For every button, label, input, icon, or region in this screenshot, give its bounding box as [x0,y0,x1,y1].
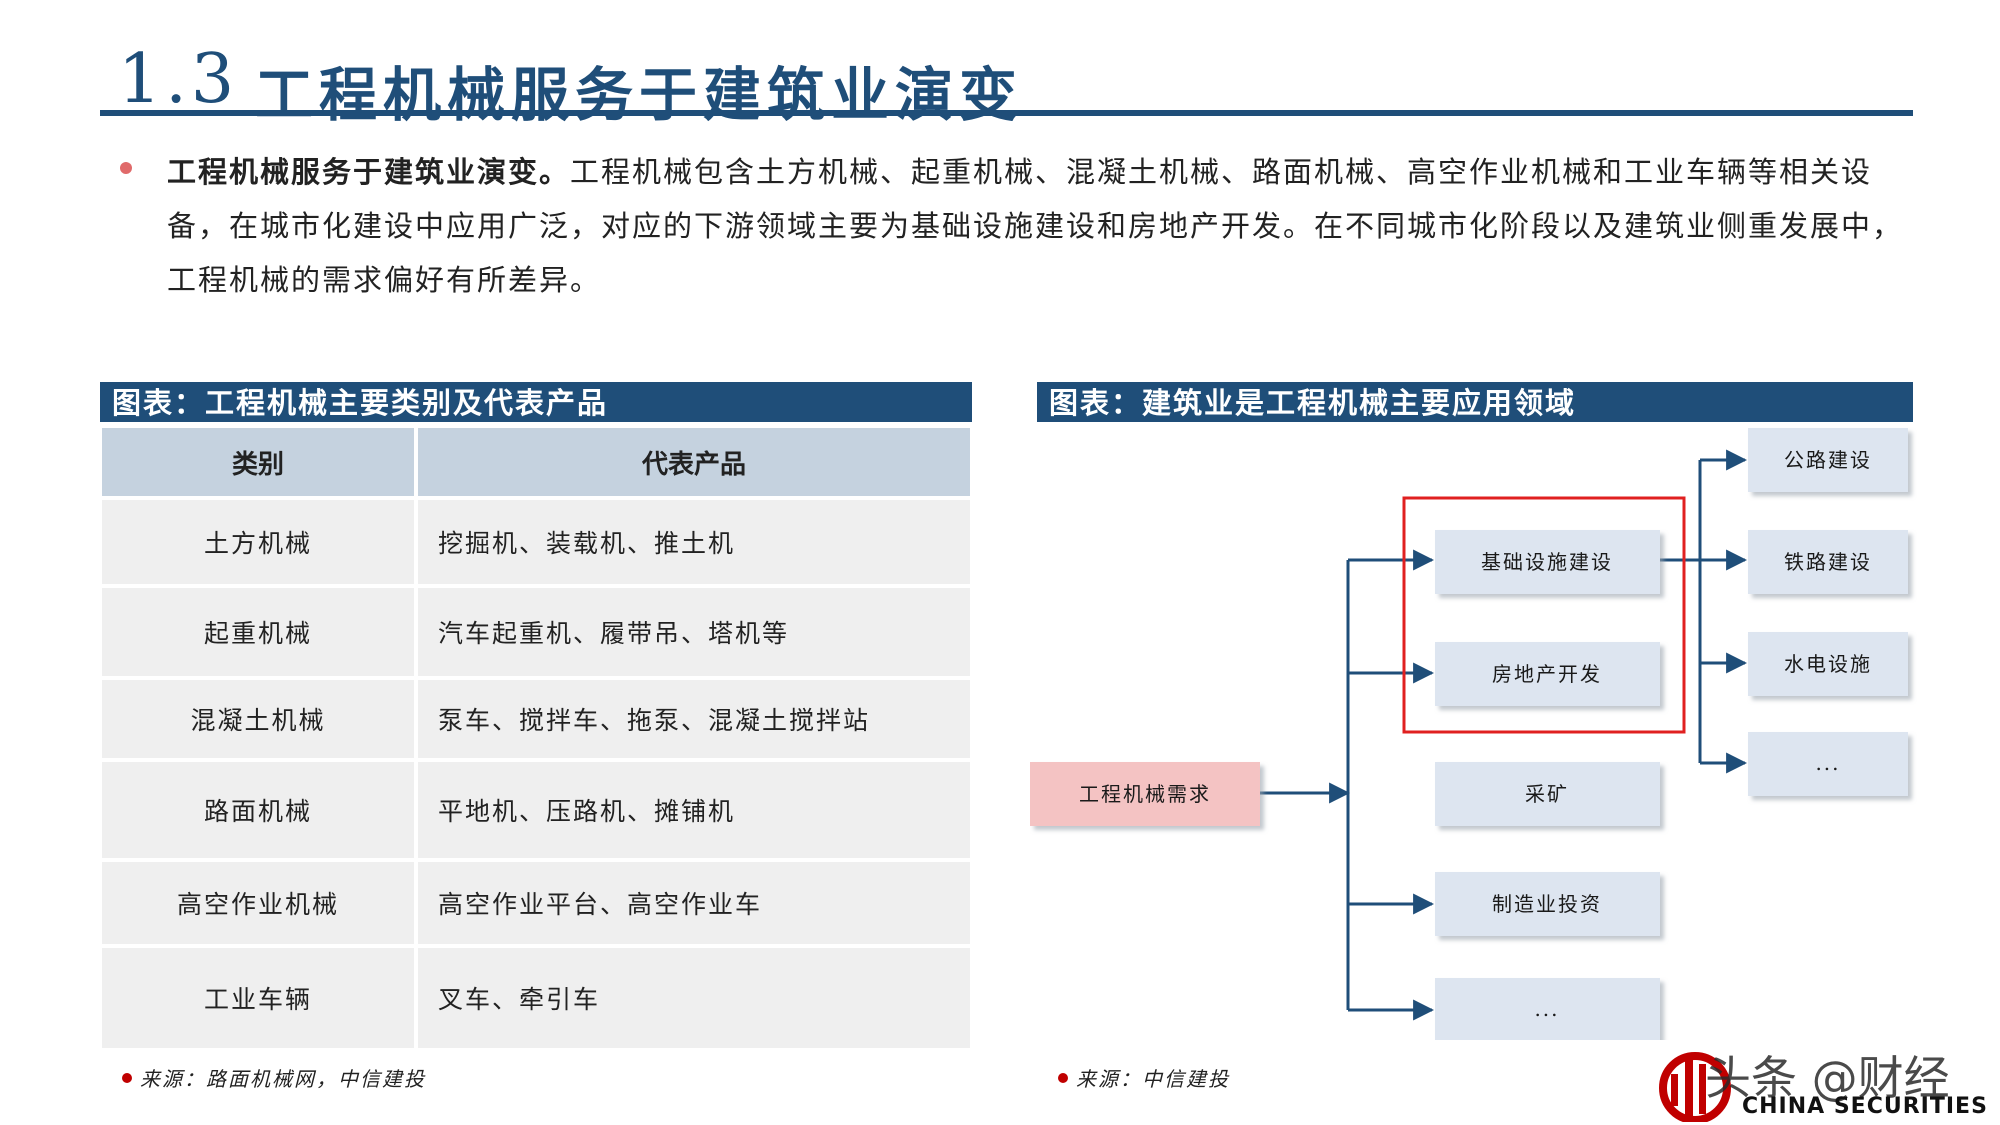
node-root-label: 工程机械需求 [1079,782,1211,806]
cell-category: 混凝土机械 [102,680,418,758]
cell-category: 高空作业机械 [102,862,418,944]
cell-category: 起重机械 [102,588,418,676]
category-table: 类别 代表产品 土方机械 挖掘机、装载机、推土机 起重机械 汽车起重机、履带吊、… [102,424,970,1052]
node-infrastructure: 基础设施建设 [1435,530,1660,594]
cell-products: 高空作业平台、高空作业车 [418,862,970,944]
source-dot [122,1073,132,1083]
cell-products: 平地机、压路机、摊铺机 [418,762,970,858]
page-title: 工程机械服务于建筑业演变 [255,61,1024,129]
cell-category: 工业车辆 [102,948,418,1048]
diagram-source: 来源：中信建投 [1076,1067,1230,1091]
node-label: 采矿 [1525,782,1569,806]
node-manufacturing: 制造业投资 [1435,872,1660,936]
cell-category: 路面机械 [102,762,418,858]
node-label: 制造业投资 [1492,892,1602,916]
table-row: 高空作业机械 高空作业平台、高空作业车 [102,862,970,944]
diagram-header: 图表：建筑业是工程机械主要应用领域 [1037,382,1913,422]
intro-body: 工程机械包含土方机械、起重机械、混凝土机械、路面机械、高空作业机械和工业车辆等相… [167,155,1904,297]
table-row: 工业车辆 叉车、牵引车 [102,948,970,1048]
node-label: 铁路建设 [1784,550,1872,574]
intro-paragraph: 工程机械服务于建筑业演变。工程机械包含土方机械、起重机械、混凝土机械、路面机械、… [167,145,1912,307]
node-railway: 铁路建设 [1748,530,1908,594]
cell-products: 叉车、牵引车 [418,948,970,1048]
table-row: 土方机械 挖掘机、装载机、推土机 [102,500,970,584]
table-source: 来源：路面机械网，中信建投 [140,1067,426,1091]
title-divider [100,110,1913,116]
china-securities-logo-icon [1659,1052,1731,1122]
node-label: ... [1815,751,1840,775]
node-label: ... [1534,997,1559,1021]
node-label: 水电设施 [1784,652,1872,676]
cell-products: 泵车、搅拌车、拖泵、混凝土搅拌站 [418,680,970,758]
connector-lines [1260,449,1748,1021]
table-row: 起重机械 汽车起重机、履带吊、塔机等 [102,588,970,676]
node-root: 工程机械需求 [1030,762,1260,826]
table-header-row: 类别 代表产品 [102,428,970,496]
node-label: 房地产开发 [1492,662,1602,686]
node-real-estate: 房地产开发 [1435,642,1660,706]
node-mid-more: ... [1435,978,1660,1040]
brand-name: CHINA SECURITIES [1742,1094,1988,1119]
node-highway: 公路建设 [1748,428,1908,492]
section-number: 1.3 [118,40,239,119]
node-mining: 采矿 [1435,762,1660,826]
source-dot [1058,1073,1068,1083]
bullet-dot [120,162,132,174]
table-header: 图表：工程机械主要类别及代表产品 [100,382,972,422]
node-hydropower: 水电设施 [1748,632,1908,696]
cell-products: 汽车起重机、履带吊、塔机等 [418,588,970,676]
column-products: 代表产品 [418,428,970,496]
highlight-box [1402,496,1686,734]
node-label: 基础设施建设 [1481,550,1613,574]
node-leaf-more: ... [1748,732,1908,796]
table-row: 路面机械 平地机、压路机、摊铺机 [102,762,970,858]
application-diagram: 工程机械需求 基础设施建设 房地产开发 采矿 制造业投资 ... 公路建设 铁路… [1030,428,1908,1040]
node-label: 公路建设 [1784,448,1872,472]
cell-category: 土方机械 [102,500,418,584]
intro-lead: 工程机械服务于建筑业演变。 [167,155,571,189]
table-row: 混凝土机械 泵车、搅拌车、拖泵、混凝土搅拌站 [102,680,970,758]
watermark: 头条 @财经 [1705,1051,1950,1105]
column-category: 类别 [102,428,418,496]
cell-products: 挖掘机、装载机、推土机 [418,500,970,584]
